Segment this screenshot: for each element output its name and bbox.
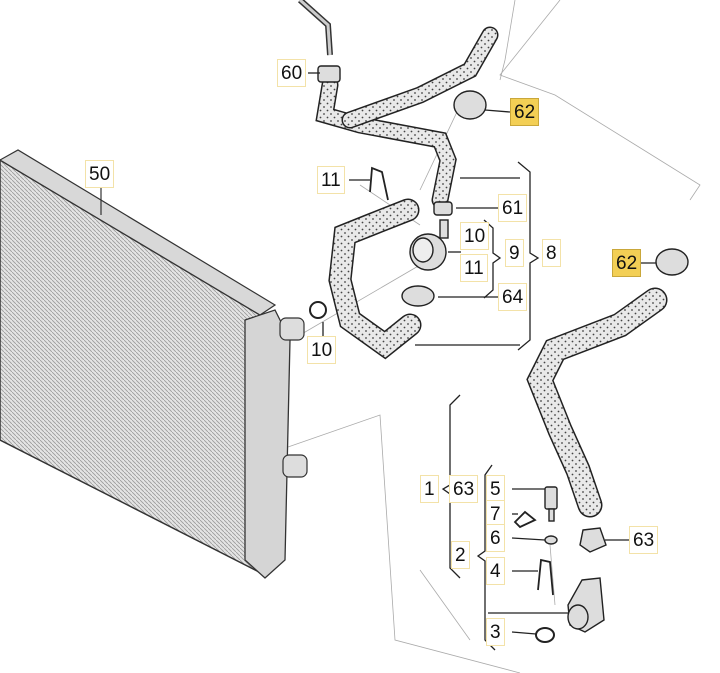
part-label-50[interactable]: 50	[85, 160, 115, 188]
part-label-11[interactable]: 11	[460, 254, 488, 282]
part-label-62-highlighted[interactable]: 62	[510, 98, 540, 126]
part-label-63[interactable]: 63	[449, 475, 479, 503]
part-label-64[interactable]: 64	[498, 283, 528, 311]
part-label-10[interactable]: 10	[460, 222, 490, 250]
clips	[369, 166, 554, 596]
hoses	[298, 0, 668, 518]
part-label-4[interactable]: 4	[486, 557, 505, 585]
part-label-5[interactable]: 5	[486, 475, 505, 503]
part-label-61[interactable]: 61	[498, 194, 528, 222]
part-label-9[interactable]: 9	[505, 239, 524, 267]
radiator-50	[0, 149, 308, 579]
part-label-1[interactable]: 1	[420, 475, 439, 503]
part-label-10[interactable]: 10	[307, 336, 337, 364]
part-label-6[interactable]: 6	[486, 524, 505, 552]
part-label-8[interactable]: 8	[542, 239, 561, 267]
part-label-3[interactable]: 3	[486, 618, 505, 646]
part-label-60[interactable]: 60	[277, 59, 307, 87]
fittings	[309, 65, 689, 643]
part-label-2[interactable]: 2	[451, 541, 470, 569]
part-label-63[interactable]: 63	[629, 526, 659, 554]
leader-lines	[308, 72, 656, 651]
part-label-11[interactable]: 11	[317, 166, 345, 194]
part-label-62-highlighted[interactable]: 62	[612, 249, 642, 277]
